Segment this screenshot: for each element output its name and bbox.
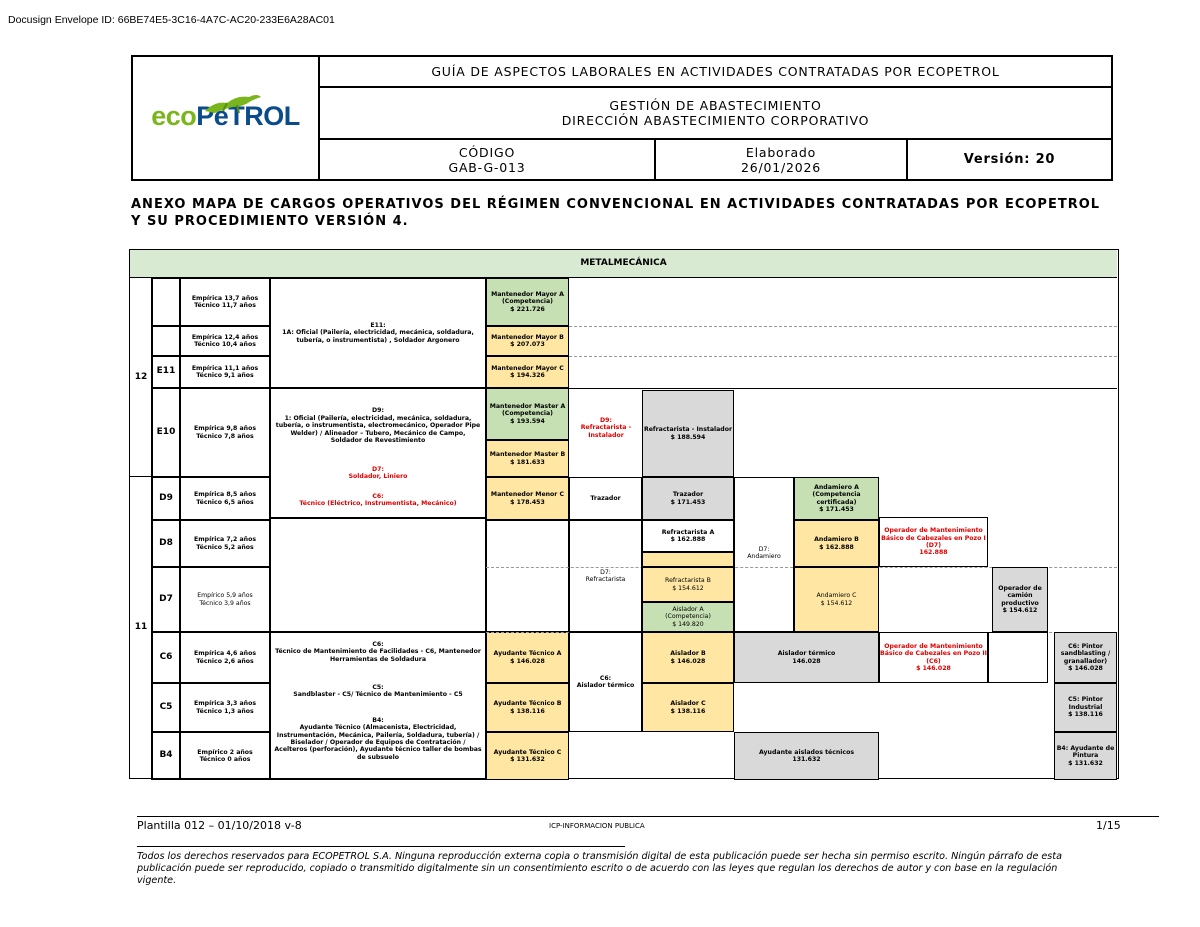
label-d9-refractarista: D9: Refractarista - Instalador: [580, 416, 632, 439]
ecopetrol-logo: ecoPeTROL: [151, 94, 300, 129]
level-c5: C5: [152, 683, 180, 732]
box-b4-pintura: B4: Ayudante de Pintura $ 131.632: [1054, 732, 1117, 780]
box-operador-camion: Operador de camión productivo $ 154.612: [992, 567, 1048, 632]
box-operador-mantenimiento-d7: Operador de Mantenimiento Básico de Cabe…: [879, 517, 988, 567]
experience-d8: Empírica 7,2 años Técnico 5,2 años: [180, 520, 270, 567]
desc-e11: E11: 1A: Oficial (Pailería, electricidad…: [270, 278, 486, 388]
box-aislador-a: Aislador A (Competencia) $ 149.820: [642, 602, 734, 632]
box-trazador: Trazador $ 171.453: [642, 477, 734, 520]
department-name: GESTIÓN DE ABASTECIMIENTO: [609, 98, 822, 113]
box-mantenedor-menor-c: Mantenedor Menor C $ 178.453: [486, 477, 569, 520]
experience-e11: Empírica 11,1 años Técnico 9,1 años: [180, 356, 270, 388]
elaborated-label: Elaborado: [745, 144, 817, 160]
group-12: 12: [134, 372, 148, 383]
box-ayudante-tecnico-b: Ayudante Técnico B $ 138.116: [486, 683, 569, 732]
experience-r1: Empírica 13,7 años Técnico 11,7 años: [180, 278, 270, 326]
box-ayudante-tecnico-c: Ayudante Técnico C $ 131.632: [486, 732, 569, 780]
page-number: 1/15: [1096, 819, 1121, 832]
box-ayudante-tecnico-a: Ayudante Técnico A $ 146.028: [486, 632, 569, 683]
box-aislador-b: Aislador B $ 146.028: [642, 632, 734, 683]
box-mantenedor-mayor-c: Mantenedor Mayor C $ 194.326: [486, 356, 569, 388]
box-refractarista-a: Refractarista A $ 162.888: [642, 520, 734, 552]
department-block: GESTIÓN DE ABASTECIMIENTO DIRECCIÓN ABAS…: [320, 88, 1111, 140]
box-aislador-termico: Aislador térmico 146.028: [734, 632, 879, 683]
experience-e10: Empírica 9,8 años Técnico 7,8 años: [180, 388, 270, 477]
experience-d9: Empírica 8,5 años Técnico 6,5 años: [180, 477, 270, 520]
box-andamiero-c: Andamiero C $ 154.612: [794, 567, 879, 632]
elaborated-cell: Elaborado 26/01/2026: [656, 140, 908, 179]
elaborated-date: 26/01/2026: [740, 159, 822, 175]
label-trazador: Trazador: [569, 477, 642, 520]
version-cell: Versión: 20: [963, 152, 1056, 167]
box-ayudante-aislados: Ayudante aislados técnicos 131.632: [734, 732, 879, 780]
desc-c5: C5: Sandblaster - C5/ Técnico de Manteni…: [293, 683, 463, 698]
box-mantenedor-mayor-b: Mantenedor Mayor B $ 207.073: [486, 326, 569, 356]
career-map: METALMECÁNICA 12 11 E11 E10 D9 D8 D7 C6 …: [129, 249, 1119, 780]
box-mantenedor-master-b: Mantenedor Master B $ 181.633: [486, 440, 569, 477]
experience-r2: Empírica 12,4 años Técnico 10,4 años: [180, 326, 270, 356]
desc-d7-red: D7: Soldador, Liniero: [348, 465, 408, 480]
level-b4: B4: [152, 732, 180, 780]
label-d7-refractarista: D7: Refractarista: [569, 520, 642, 632]
level-e10: E10: [152, 388, 180, 477]
annex-title-line1: ANEXO MAPA DE CARGOS OPERATIVOS DEL RÉGI…: [131, 197, 1101, 212]
footer-rule: [137, 816, 1159, 817]
annex-title-line2: Y SU PROCEDIMIENTO VERSIÓN 4.: [131, 214, 409, 229]
classification: ICP-INFORMACION PUBLICA: [549, 822, 645, 830]
guide-title: GUÍA DE ASPECTOS LABORALES EN ACTIVIDADE…: [320, 57, 1111, 88]
box-aislador-c: Aislador C $ 138.116: [642, 683, 734, 732]
code-label: CÓDIGO: [458, 144, 516, 160]
box-andamiero-b: Andamiero B $ 162.888: [794, 520, 879, 567]
logo-cell: ecoPeTROL: [133, 57, 320, 179]
direction-name: DIRECCIÓN ABASTECIMIENTO CORPORATIVO: [561, 113, 870, 128]
label-c6-aislador: C6: Aislador térmico: [569, 632, 642, 732]
section-title: METALMECÁNICA: [130, 250, 1117, 278]
box-operador-mantenimiento-c6: Operador de Mantenimiento Básico de Cabe…: [879, 632, 988, 683]
level-d7: D7: [152, 567, 180, 632]
level-d9: D9: [152, 477, 180, 520]
experience-b4: Empírico 2 años Técnico 0 años: [180, 732, 270, 780]
level-e11: E11: [152, 356, 180, 388]
box-mantenedor-mayor-a: Mantenedor Mayor A (Competencia) $ 221.7…: [486, 278, 569, 326]
code-value: GAB-G-013: [448, 159, 526, 175]
rights-notice: Todos los derechos reservados para ECOPE…: [137, 851, 1062, 886]
label-d7-andamiero: D7: Andamiero: [747, 545, 781, 560]
iguana-icon: [205, 94, 262, 113]
code-cell: CÓDIGO GAB-G-013: [320, 140, 656, 179]
desc-c6: C6: Técnico de Mantenimiento de Facilida…: [275, 640, 481, 663]
footer-separator: [137, 846, 625, 847]
annex-heading: ANEXO MAPA DE CARGOS OPERATIVOS DEL RÉGI…: [131, 196, 1131, 230]
level-d8: D8: [152, 520, 180, 567]
box-c6-pintor: C6: Pintor sandblasting / granallador) $…: [1054, 632, 1117, 683]
experience-c6: Empírica 4,6 años Técnico 2,6 años: [180, 632, 270, 683]
desc-e10: D9: 1: Oficial (Pailería, electricidad, …: [275, 407, 481, 445]
desc-c6-red: C6: Técnico (Eléctrico, Instrumentista, …: [299, 492, 457, 507]
box-refractarista-instalador: Refractarista - Instalador $ 188.594: [642, 390, 734, 477]
level-c6: C6: [152, 632, 180, 683]
experience-c5: Empírica 3,3 años Técnico 1,3 años: [180, 683, 270, 732]
document-header: ecoPeTROL GUÍA DE ASPECTOS LABORALES EN …: [131, 55, 1113, 181]
envelope-id: Docusign Envelope ID: 66BE74E5-3C16-4A7C…: [8, 14, 335, 26]
box-mantenedor-master-a: Mantenedor Master A (Competencia) $ 193.…: [486, 388, 569, 440]
group-11: 11: [134, 622, 148, 633]
experience-d7: Empírico 5,9 años Técnico 3,9 años: [180, 567, 270, 632]
box-refractarista-b: Refractarista B $ 154.612: [642, 567, 734, 602]
template-version: Plantilla 012 – 01/10/2018 v-8: [137, 819, 302, 832]
box-c5-pintor: C5: Pintor Industrial $ 138.116: [1054, 683, 1117, 732]
desc-b4: B4: Ayudante Técnico (Almacenista, Elect…: [274, 716, 482, 761]
box-andamiero-a: Andamiero A (Competencia certificada) $ …: [794, 477, 879, 520]
